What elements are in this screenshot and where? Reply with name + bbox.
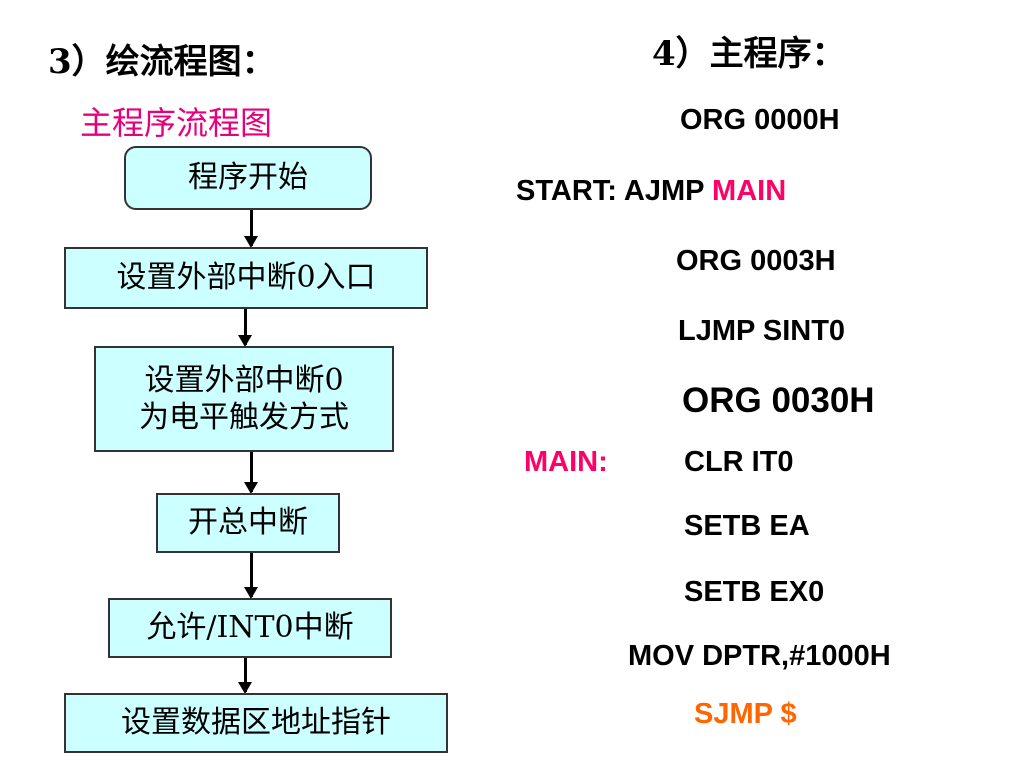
flow-arrow <box>244 210 258 248</box>
code-label-main: MAIN <box>712 175 787 207</box>
code-line: MOV DPTR,#1000H <box>628 640 891 672</box>
code-line-sjmp: SJMP $ <box>694 698 797 730</box>
flow-arrow <box>238 309 252 347</box>
code-label-main-def: MAIN: <box>524 446 608 478</box>
flow-step-start: 程序开始 <box>124 146 372 210</box>
code-text: START: AJMP <box>516 175 713 207</box>
code-line: LJMP SINT0 <box>678 315 846 347</box>
code-line-start: START: AJMP MAIN <box>516 175 786 208</box>
program-heading: 4）主程序： <box>652 34 846 74</box>
code-line: SETB EX0 <box>684 576 825 608</box>
code-line: CLR IT0 <box>684 446 794 478</box>
flow-step-enable-global: 开总中断 <box>156 493 340 553</box>
flow-step-label: 允许/INT0中断 <box>146 610 354 646</box>
code-line: ORG 0000H <box>680 104 840 136</box>
flow-step-set-pointer: 设置数据区地址指针 <box>64 693 448 753</box>
flow-step-enable-int0: 允许/INT0中断 <box>108 598 392 658</box>
flow-step-level-trigger: 设置外部中断0 为电平触发方式 <box>94 346 394 452</box>
flowchart-title: 主程序流程图 <box>80 104 273 142</box>
code-line: ORG 0030H <box>682 381 875 420</box>
code-line: ORG 0003H <box>676 245 836 277</box>
flow-arrow <box>244 452 258 494</box>
flow-step-label: 设置数据区地址指针 <box>121 705 391 741</box>
flow-step-label: 设置外部中断0入口 <box>116 260 376 296</box>
flow-step-label: 程序开始 <box>188 160 308 196</box>
flow-arrow <box>238 658 252 694</box>
code-line: SETB EA <box>684 510 810 542</box>
flowchart-heading: 3）绘流程图： <box>48 42 276 82</box>
flow-arrow <box>244 553 258 599</box>
flow-step-label: 开总中断 <box>188 505 308 541</box>
flow-step-label: 设置外部中断0 为电平触发方式 <box>139 362 349 436</box>
flow-step-set-int0-entry: 设置外部中断0入口 <box>64 247 428 309</box>
